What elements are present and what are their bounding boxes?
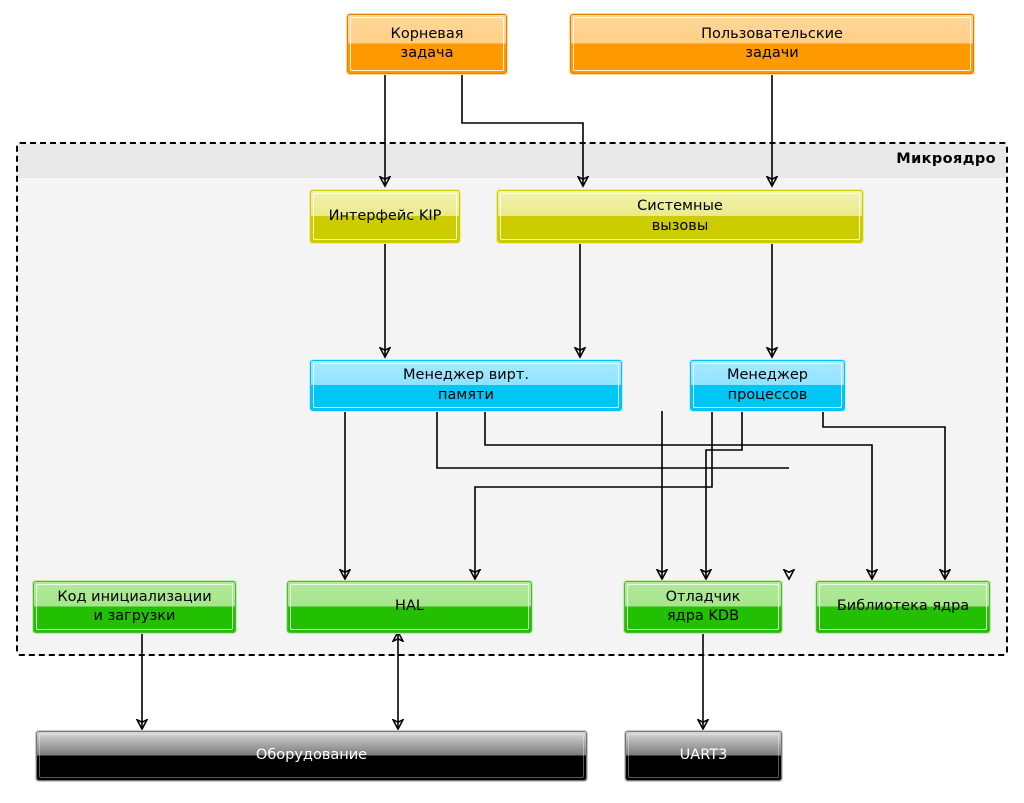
- microkernel-label: Микроядро: [896, 151, 996, 167]
- node-kdb[interactable]: Отладчик ядра KDB: [624, 581, 782, 633]
- node-hal-label: HAL: [395, 598, 424, 615]
- node-kernel-library-label: Библиотека ядра: [836, 598, 970, 615]
- node-syscalls-label: Системные вызовы: [637, 198, 723, 234]
- microkernel-header-band: [18, 144, 1006, 178]
- node-syscalls[interactable]: Системные вызовы: [497, 190, 863, 243]
- node-hardware[interactable]: Оборудование: [36, 731, 587, 781]
- node-hardware-label: Оборудование: [255, 747, 368, 764]
- node-hal[interactable]: HAL: [287, 581, 532, 633]
- node-uart3-label: UART3: [679, 747, 728, 764]
- node-kip-interface[interactable]: Интерфейс KIP: [310, 190, 460, 243]
- node-vm-manager-label: Менеджер вирт. памяти: [403, 367, 529, 403]
- node-kdb-label: Отладчик ядра KDB: [665, 588, 741, 624]
- node-vm-manager[interactable]: Менеджер вирт. памяти: [310, 360, 622, 411]
- node-user-tasks[interactable]: Пользовательские задачи: [570, 14, 974, 74]
- node-init-code-label: Код инициализации и загрузки: [57, 588, 212, 624]
- node-root-task-label: Корневая задача: [390, 25, 464, 61]
- node-kernel-library[interactable]: Библиотека ядра: [816, 581, 990, 633]
- node-user-tasks-label: Пользовательские задачи: [701, 25, 843, 61]
- node-kip-interface-label: Интерфейс KIP: [328, 207, 442, 224]
- node-process-manager[interactable]: Менеджер процессов: [690, 360, 845, 411]
- node-process-manager-label: Менеджер процессов: [726, 367, 809, 403]
- node-init-code[interactable]: Код инициализации и загрузки: [33, 581, 236, 633]
- node-uart3[interactable]: UART3: [625, 731, 782, 781]
- node-root-task[interactable]: Корневая задача: [347, 14, 507, 74]
